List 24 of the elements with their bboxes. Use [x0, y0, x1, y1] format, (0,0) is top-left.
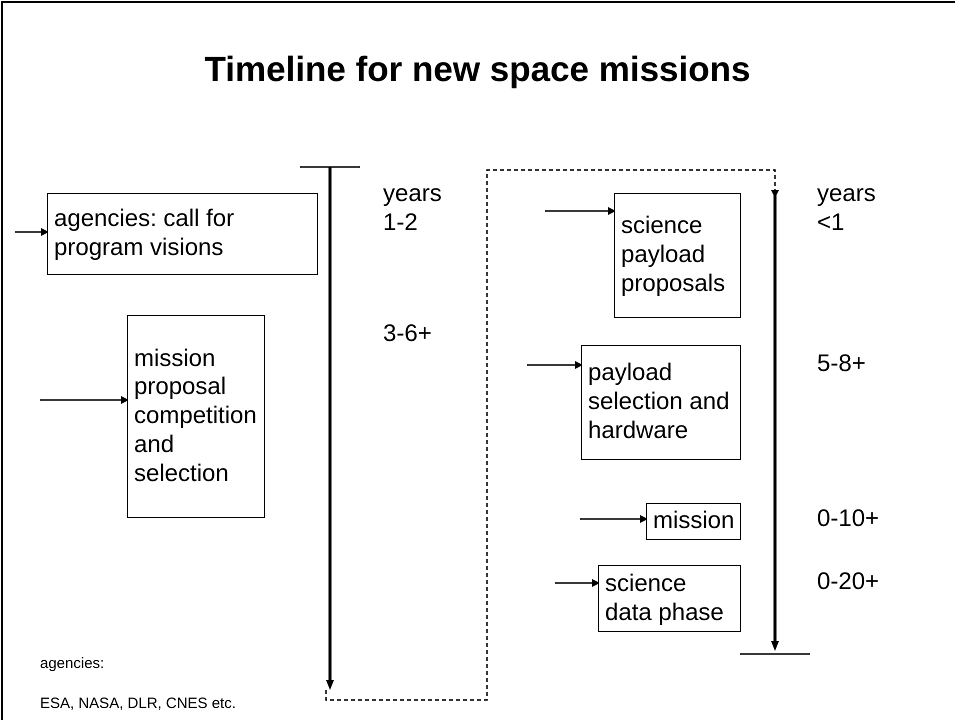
arrow: [527, 361, 583, 369]
phase-box: science payload proposals: [614, 193, 741, 318]
arrow: [555, 579, 600, 587]
note-text: ESA, NASA, DLR, CNES etc.: [40, 695, 237, 713]
note-text: agencies:: [40, 655, 106, 673]
duration-label: years 1-2: [383, 180, 443, 238]
duration-label: 0-10+: [817, 505, 880, 534]
arrow: [325, 169, 779, 701]
duration-label: 0-20+: [817, 568, 880, 597]
phase-box: mission proposal competition and selection: [127, 315, 265, 518]
timeline-bar: [300, 166, 360, 690]
timeline-bar: [740, 190, 810, 655]
duration-label: years <1: [817, 180, 877, 238]
title: Timeline for new space missions: [204, 50, 752, 90]
phase-box: payload selection and hardware: [581, 345, 741, 460]
arrow: [580, 515, 648, 523]
arrow: [545, 207, 616, 215]
arrow: [40, 396, 129, 404]
arrow: [15, 228, 49, 236]
phase-box: mission: [646, 503, 741, 540]
duration-label: 5-8+: [817, 350, 867, 379]
duration-label: 3-6+: [383, 320, 433, 349]
phase-box: science data phase: [598, 565, 741, 632]
phase-box: agencies: call for program visions: [47, 193, 318, 275]
